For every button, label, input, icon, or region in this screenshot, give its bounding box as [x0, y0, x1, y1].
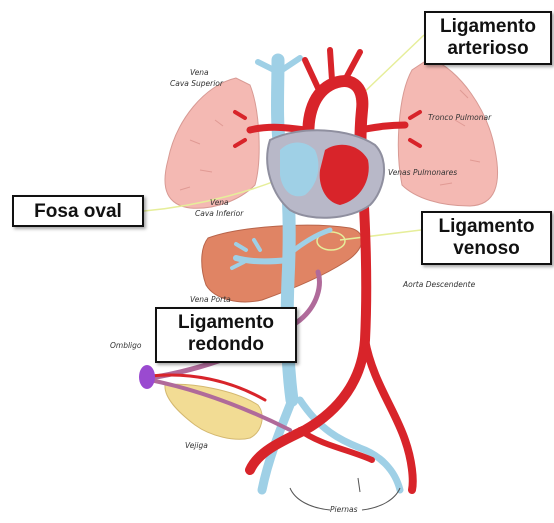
vejiga-label: Vejiga — [185, 441, 208, 450]
vena-cava-inferior-label: Vena — [210, 198, 229, 207]
vena-cava-inferior-label-2: Cava Inferior — [195, 209, 244, 218]
vena-cava-superior-label: Vena — [190, 68, 209, 77]
callout-line-2: venoso — [429, 238, 544, 260]
callout-line-1: Fosa oval — [20, 201, 136, 223]
callout-line-2: arterioso — [432, 38, 544, 60]
callout-fosa-oval: Fosa oval — [12, 195, 144, 227]
aorta-descendente-label: Aorta Descendente — [402, 280, 476, 289]
vena-cava-superior-label-2: Cava Superior — [170, 79, 224, 88]
callout-line-1: Ligamento — [163, 312, 289, 334]
venas-pulmonares-label: Venas Pulmonares — [388, 168, 457, 177]
piernas-label: Piernas — [330, 505, 358, 514]
callout-ligamento-arterioso: Ligamento arterioso — [424, 11, 552, 65]
right-lung — [165, 78, 259, 208]
callout-line-1: Ligamento — [429, 216, 544, 238]
callout-ligamento-venoso: Ligamento venoso — [421, 211, 552, 265]
umbilicus — [139, 365, 155, 389]
heart — [267, 130, 384, 217]
ombligo-label: Ombligo — [110, 341, 142, 350]
vena-porta-label: Vena Porta — [190, 295, 231, 304]
callout-ligamento-redondo: Ligamento redondo — [155, 307, 297, 363]
callout-line-2: redondo — [163, 334, 289, 356]
tronco-pulmonar-label: Tronco Pulmonar — [428, 113, 492, 122]
callout-line-1: Ligamento — [432, 16, 544, 38]
